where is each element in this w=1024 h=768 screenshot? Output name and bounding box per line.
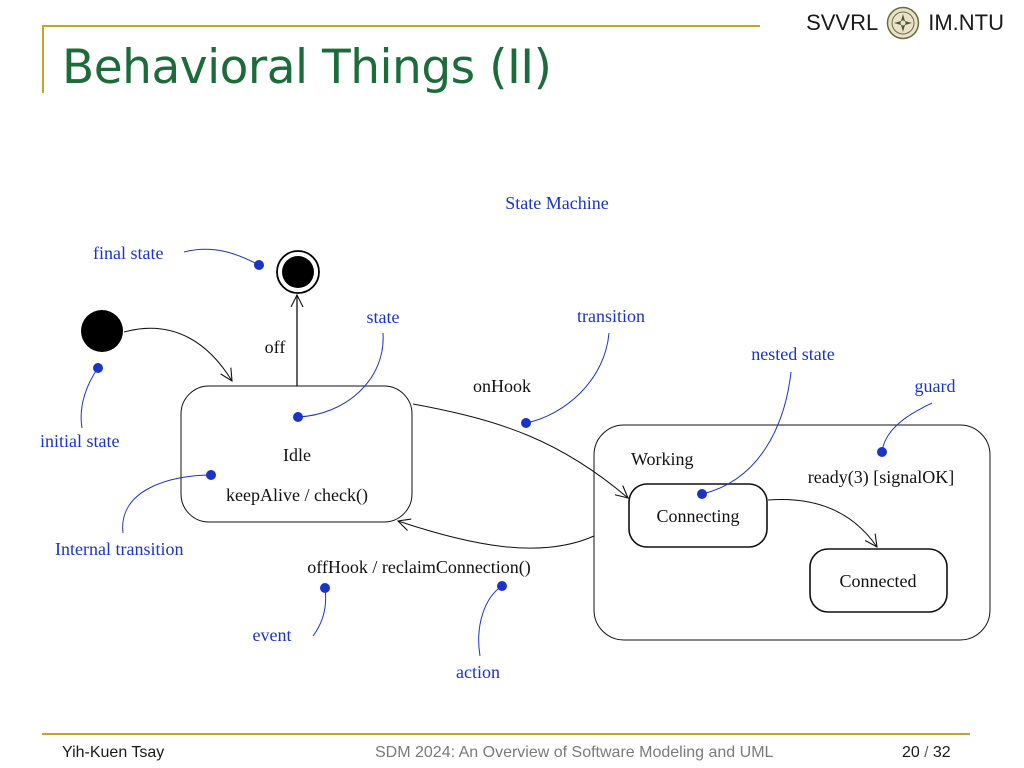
event-annotation: event <box>253 583 330 645</box>
nested-state-annotation: nested state <box>697 344 835 499</box>
final-state-annotation: final state <box>93 243 264 270</box>
final-state-node <box>276 250 320 294</box>
initial-state-annotation: initial state <box>40 363 119 451</box>
off-transition-label: off <box>265 337 286 357</box>
action-annotation-label: action <box>456 662 500 682</box>
onhook-transition-label: onHook <box>473 376 531 396</box>
working-state-label: Working <box>631 449 694 469</box>
idle-internal-transition: keepAlive / check() <box>226 485 368 506</box>
footer-author: Yih-Kuen Tsay <box>62 744 165 761</box>
event-annotation-label: event <box>253 625 292 645</box>
university-seal-icon <box>886 6 920 40</box>
initial-transition-arrow <box>123 327 232 381</box>
org-left-label: SVVRL <box>806 10 879 35</box>
nested-state-annotation-label: nested state <box>751 344 834 364</box>
internal-transition-annotation-label: Internal transition <box>55 539 183 559</box>
state-annotation: state <box>293 307 400 422</box>
connecting-state <box>628 483 768 548</box>
internal-transition-annotation: Internal transition <box>55 470 216 559</box>
current-page: 20 <box>902 744 920 761</box>
idle-state-label: Idle <box>283 445 311 465</box>
page-separator: / <box>924 744 929 761</box>
offhook-transition-label: offHook / reclaimConnection() <box>307 557 531 578</box>
guard-annotation: guard <box>877 376 955 457</box>
connected-state <box>809 548 948 613</box>
connecting-state-label: Connecting <box>657 506 740 526</box>
initial-state-node <box>81 310 123 352</box>
transition-annotation-label: transition <box>577 306 645 326</box>
connected-state-label: Connected <box>840 571 917 591</box>
guard-annotation-label: guard <box>915 376 956 396</box>
ready-transition-label: ready(3) [signalOK] <box>808 467 954 488</box>
left-divider <box>42 25 44 93</box>
transition-annotation: transition <box>521 306 645 428</box>
total-pages: 32 <box>932 744 951 761</box>
onhook-transition-arrow <box>412 403 628 498</box>
ready-transition-arrow <box>767 498 877 547</box>
header-organization: SVVRL IM.NTU <box>806 6 1004 40</box>
bottom-divider <box>42 733 970 735</box>
top-divider <box>42 25 760 27</box>
final-state-annotation-label: final state <box>93 243 163 263</box>
page-title: Behavioral Things (II) <box>62 40 552 95</box>
action-annotation: action <box>456 581 507 682</box>
offhook-transition-arrow <box>398 521 595 549</box>
diagram-caption: State Machine <box>505 193 608 213</box>
initial-state-annotation-label: initial state <box>40 431 119 451</box>
state-annotation-label: state <box>367 307 400 327</box>
footer-page-number: 20 / 32 <box>902 744 951 762</box>
working-composite-state <box>593 424 991 641</box>
org-right-label: IM.NTU <box>928 10 1004 35</box>
footer-course-title: SDM 2024: An Overview of Software Modeli… <box>375 744 774 761</box>
